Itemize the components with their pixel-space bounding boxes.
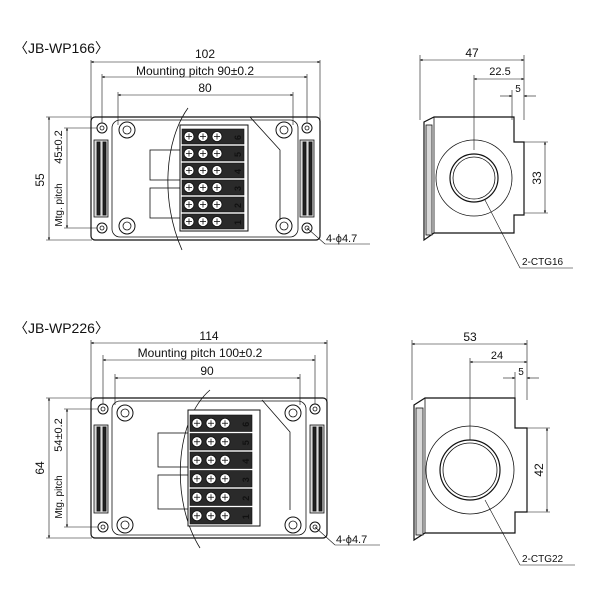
rib — [102, 426, 107, 512]
terminal-row: 6 — [181, 128, 245, 145]
conduit-outer — [425, 425, 515, 515]
terminal-block: 6 5 4 3 2 1 — [187, 409, 261, 527]
conduit-inner — [452, 156, 496, 200]
side-dim-height: 42 — [532, 463, 546, 477]
terminal-number: 3 — [241, 477, 251, 482]
conduit-port — [449, 153, 499, 203]
dim-label-inner: 80 — [198, 81, 212, 95]
terminal-row: 3 — [189, 470, 253, 488]
inner-slot — [157, 432, 191, 468]
box-outline — [90, 116, 321, 241]
dim-label-mounting: Mounting pitch 100±0.2 — [138, 346, 263, 360]
screw-holes — [97, 403, 321, 534]
side-dim-width: 47 — [465, 46, 479, 60]
terminal-number: 1 — [233, 220, 243, 225]
rib — [318, 426, 323, 512]
terminal-number: 2 — [233, 203, 243, 208]
side-dim-5: 5 — [518, 367, 524, 378]
inner-line — [261, 399, 291, 510]
hole-label: 4-ϕ4.7 — [336, 534, 367, 546]
terminal-number: 3 — [233, 186, 243, 191]
conduit-inner — [442, 442, 498, 498]
dim-label-width: 102 — [195, 47, 215, 61]
rib — [308, 141, 313, 216]
side-dim-height: 33 — [530, 171, 544, 185]
screw-holes — [96, 121, 313, 235]
model-title-jb-wp166: 〈JB-WP166〉 — [14, 40, 109, 56]
terminal-number: 5 — [241, 440, 251, 445]
terminal-row: 1 — [181, 213, 245, 230]
terminal-row: 1 — [189, 507, 253, 525]
rib — [102, 141, 107, 216]
jb-wp166-drawing: 〈JB-WP166〉 102 Mounting pitch 90±0.2 80 … — [14, 40, 573, 269]
conduit-label: 2-CTG22 — [522, 554, 564, 565]
jb-wp226-drawing: 〈JB-WP226〉 114 Mounting pitch 100±0.2 90… — [14, 320, 575, 566]
hole-label: 4-ϕ4.7 — [326, 233, 357, 245]
rib — [302, 141, 307, 216]
terminal-row: 4 — [181, 162, 245, 179]
rib — [96, 141, 101, 216]
terminal-row: 2 — [181, 196, 245, 213]
terminal-number: 4 — [241, 459, 251, 464]
terminal-row: 6 — [189, 414, 253, 432]
dim-label-mtg: Mtg. pitch — [54, 183, 65, 226]
inner-slot — [157, 474, 191, 510]
dim-label-height: 64 — [33, 461, 47, 475]
conduit-outer — [435, 139, 513, 217]
model-title-jb-wp226: 〈JB-WP226〉 — [14, 320, 109, 336]
terminal-number: 6 — [241, 422, 251, 427]
leader-line — [306, 227, 326, 245]
terminal-block: 6 5 4 3 2 1 — [179, 124, 249, 232]
leader-line — [314, 526, 336, 546]
dim-label-width: 114 — [199, 329, 218, 343]
terminal-number: 1 — [241, 514, 251, 519]
cutaway-line — [179, 389, 211, 549]
rib — [96, 426, 101, 512]
terminal-row: 4 — [189, 451, 253, 469]
dim-label-inner: 90 — [200, 364, 214, 378]
terminal-number: 2 — [241, 496, 251, 501]
side-dim-width: 53 — [463, 330, 477, 344]
terminal-row: 3 — [181, 179, 245, 196]
leader-line — [484, 199, 521, 269]
side-body — [413, 397, 528, 542]
side-dim-24: 24 — [491, 350, 503, 362]
side-rib — [425, 124, 433, 236]
cutaway-line — [167, 107, 189, 251]
dim-label-mounting: Mounting pitch 90±0.2 — [136, 64, 254, 78]
rib — [312, 426, 317, 512]
dim-label-mtg-val: 45±0.2 — [53, 130, 65, 164]
lid-outline — [111, 119, 299, 238]
box-outline — [90, 397, 328, 539]
side-dim-22-5: 22.5 — [489, 66, 510, 78]
terminal-row: 5 — [181, 145, 245, 162]
terminal-row: 2 — [189, 488, 253, 506]
leader-line — [484, 499, 521, 566]
dim-label-height: 55 — [33, 173, 47, 187]
dim-label-mtg-val: 54±0.2 — [53, 418, 65, 452]
side-rib — [415, 407, 424, 536]
inner-slot — [149, 149, 181, 181]
terminal-number: 5 — [233, 152, 243, 157]
conduit-label: 2-CTG16 — [522, 257, 564, 268]
inner-slot — [149, 187, 181, 219]
terminal-number: 4 — [233, 169, 243, 174]
dim-label-mtg: Mtg. pitch — [54, 475, 65, 518]
terminal-number: 6 — [233, 135, 243, 140]
lid-outline — [111, 400, 307, 536]
inner-line — [249, 116, 281, 220]
terminal-row: 5 — [189, 433, 253, 451]
conduit-port — [439, 439, 501, 501]
side-dim-5: 5 — [515, 84, 521, 95]
